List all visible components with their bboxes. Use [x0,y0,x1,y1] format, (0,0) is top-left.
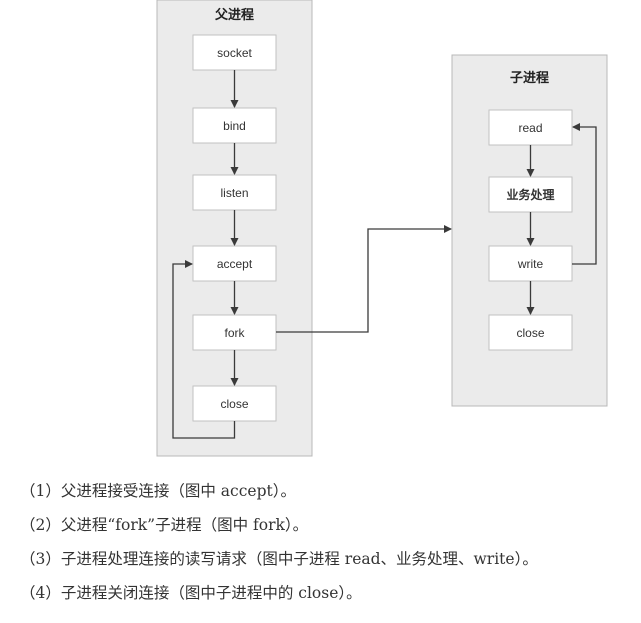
arrow-fork-to-child-process [276,225,452,333]
child-node-read: read [488,109,573,146]
child-node-write: write [488,245,573,282]
node-label: 业务处理 [506,187,554,202]
parent-node-bind: bind [192,107,277,144]
node-label: accept [217,257,253,271]
parent-node-listen: listen [192,174,277,211]
node-label: read [518,121,542,135]
node-label: bind [223,119,246,133]
process-flow-diagram: 父进程 socket bind listen accept fork close [156,0,608,457]
explanation-item: （2）父进程“fork”子进程（图中 fork）。 [20,516,309,534]
node-label: fork [224,326,245,340]
child-node-business-processing: 业务处理 [488,176,573,213]
explanation-item: （3）子进程处理连接的读写请求（图中子进程 read、业务处理、write）。 [20,550,538,568]
explanation-list: （1）父进程接受连接（图中 accept）。 （2）父进程“fork”子进程（图… [20,474,635,610]
arrow-close-loop-to-accept [172,260,236,439]
node-label: close [516,326,544,340]
parent-node-fork: fork [192,314,277,351]
node-label: socket [217,46,252,60]
child-process-title: 子进程 [510,71,549,86]
explanation-item: （4）子进程关闭连接（图中子进程中的 close）。 [20,584,362,602]
parent-process-title: 父进程 [214,8,254,23]
explanation-item: （1）父进程接受连接（图中 accept）。 [20,482,296,500]
parent-node-accept: accept [192,245,277,282]
node-label: write [517,257,544,271]
child-process-panel: 子进程 read 业务处理 write close [451,54,608,407]
parent-node-close: close [192,385,277,422]
arrow-write-loop-to-read [572,123,597,265]
child-node-close: close [488,314,573,351]
parent-process-panel: 父进程 socket bind listen accept fork close [156,0,313,457]
node-label: listen [220,186,248,200]
parent-node-socket: socket [192,34,277,71]
node-label: close [220,397,248,411]
